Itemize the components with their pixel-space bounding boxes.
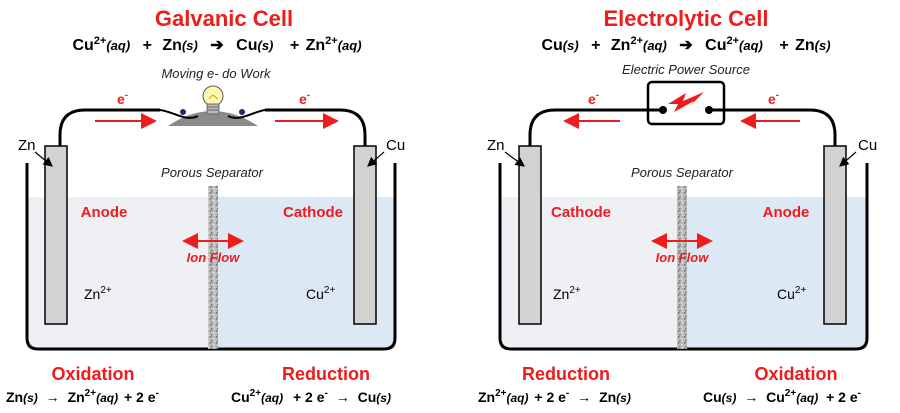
work-label: Moving e- do Work (161, 66, 272, 81)
power-source-label: Electric Power Source (622, 62, 750, 77)
cu-pointer (367, 151, 385, 167)
cu-pointer-e (839, 151, 857, 167)
electrolytic-cell: Electrolytic Cell Cu(s) + Zn2+(aq) ➔ Cu2… (478, 6, 877, 405)
galvanic-cell: Galvanic Cell Cu2+(aq) + Zn(s) ➔ Cu(s) +… (6, 6, 405, 405)
electron-label-left: e- (117, 90, 128, 107)
electron-label-right-e: e- (768, 90, 779, 107)
wire-left (58, 108, 160, 150)
reduction-label: Reduction (282, 364, 370, 384)
wire-right (265, 108, 367, 150)
galvanic-overall-equation: Cu2+(aq) + Zn(s) ➔ Cu(s) + Zn2+(aq) (72, 35, 361, 54)
cathode-label-e: Cathode (551, 204, 611, 221)
copper-electrode (353, 145, 377, 325)
anode-label: Anode (81, 204, 128, 221)
zinc-electrode (44, 145, 68, 325)
electrolytic-overall-equation: Cu(s) + Zn2+(aq) ➔ Cu2+(aq) + Zn(s) (541, 35, 830, 54)
electron-label-left-e: e- (588, 90, 599, 107)
zn-ion-label: Zn2+ (84, 285, 112, 302)
electrolytic-oxidation-half-reaction: Cu(s) → Cu2+(aq) + 2 e- (703, 388, 861, 405)
electron-label-right: e- (299, 90, 310, 107)
cu-metal-label-e: Cu (858, 137, 877, 154)
cathode-label: Cathode (283, 204, 343, 221)
ion-flow-label: Ion Flow (187, 250, 241, 265)
zn-ion-label-e: Zn2+ (553, 285, 581, 302)
light-bulb-icon (159, 85, 266, 126)
cu-metal-label: Cu (386, 137, 405, 154)
zinc-electrode-e (518, 145, 542, 325)
separator-label: Porous Separator (161, 165, 264, 180)
galvanic-title: Galvanic Cell (155, 6, 293, 31)
cu-ion-label-e: Cu2+ (777, 285, 806, 302)
reduction-label-e: Reduction (522, 364, 610, 384)
zn-metal-label: Zn (18, 137, 36, 154)
separator-label-e: Porous Separator (631, 165, 734, 180)
oxidation-label-e: Oxidation (754, 364, 837, 384)
anode-label-e: Anode (763, 204, 810, 221)
zn-pointer (34, 151, 53, 167)
cu-ion-label: Cu2+ (306, 285, 335, 302)
copper-electrode-e (823, 145, 847, 325)
galvanic-oxidation-half-reaction: Zn(s) → Zn2+(aq) + 2 e- (6, 388, 159, 405)
ion-flow-label-e: Ion Flow (656, 250, 710, 265)
oxidation-label: Oxidation (51, 364, 134, 384)
wire-right-e (724, 108, 837, 150)
electrolytic-title: Electrolytic Cell (603, 6, 768, 31)
wire-left-e (528, 108, 648, 150)
power-source-icon (646, 80, 726, 126)
galvanic-reduction-half-reaction: Cu2+(aq) + 2 e- → Cu(s) (231, 383, 391, 405)
electrolytic-reduction-half-reaction: Zn2+(aq) + 2 e- → Zn(s) (478, 383, 631, 405)
porous-separator (208, 186, 218, 349)
zn-pointer-e (504, 151, 525, 167)
zn-metal-label-e: Zn (487, 137, 505, 154)
porous-separator-e (677, 186, 687, 349)
